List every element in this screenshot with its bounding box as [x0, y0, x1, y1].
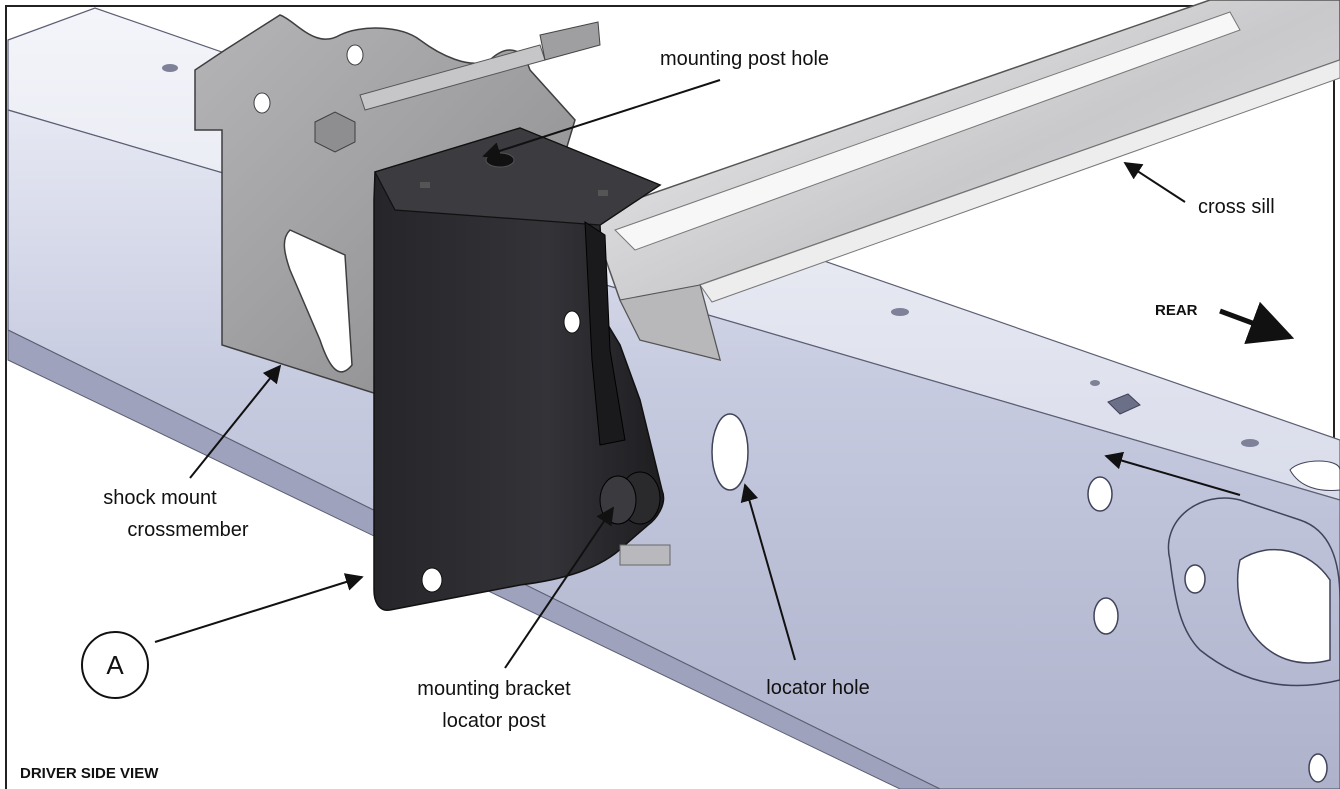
- flange-hole: [162, 64, 178, 72]
- locator-post: [599, 475, 637, 525]
- leader-mounting-post-hole: [482, 79, 721, 160]
- cross-sill-inner-lip: [699, 59, 1340, 303]
- threaded-stud: [539, 21, 601, 61]
- mounting-bracket-top-face: [374, 127, 662, 226]
- leader-cross-sill: [1123, 162, 1186, 203]
- bracket-slot: [598, 190, 608, 196]
- cross-sill-top-lip: [614, 11, 1241, 251]
- web-hole: [1184, 564, 1206, 594]
- label-rear: REAR: [1155, 302, 1198, 319]
- callout-a-circle: [81, 631, 149, 699]
- label-shock-mount-line1: shock mount: [103, 487, 217, 509]
- bracket-hole: [563, 310, 581, 334]
- crossmember-hole: [346, 44, 364, 66]
- hex-bolt-head: [314, 111, 356, 153]
- label-shock-mount-line2: crossmember: [127, 519, 248, 541]
- web-hole: [1093, 597, 1119, 635]
- web-hole: [1087, 476, 1113, 512]
- leader-locator-post: [504, 506, 615, 669]
- leader-callout-a: [154, 573, 364, 643]
- label-callout-a: A: [106, 650, 124, 680]
- leader-shock-mount: [189, 364, 282, 479]
- web-cutout-inner: [1236, 548, 1331, 664]
- shock-mount-crossmember: [194, 14, 576, 397]
- bracket-foot: [619, 544, 671, 566]
- bracket-hole: [421, 567, 443, 593]
- label-view-title: DRIVER SIDE VIEW: [20, 765, 159, 782]
- cross-sill-end: [619, 284, 721, 361]
- leader-locator-hole: [740, 483, 796, 661]
- rear-direction-arrow: [1219, 301, 1295, 344]
- label-bracket-line1: mounting bracket: [417, 678, 571, 700]
- crossmember-triangle-cutout: [283, 229, 353, 373]
- square-hole: [1107, 393, 1141, 415]
- web-hole: [1308, 753, 1328, 783]
- mounting-post-hole-marker: [485, 152, 515, 168]
- web-cutout: [1167, 497, 1340, 687]
- bracket-slot: [420, 182, 430, 188]
- mounting-bracket-side-face: [584, 221, 626, 446]
- label-mounting-post-hole: mounting post hole: [660, 48, 829, 70]
- flange-cutout: [1289, 460, 1340, 491]
- flange-hole: [1241, 439, 1259, 447]
- label-cross-sill: cross sill: [1198, 196, 1275, 218]
- flange-hole: [891, 308, 909, 316]
- label-bracket-line2: locator post: [442, 710, 546, 732]
- leader-flange-edge: [1104, 451, 1241, 496]
- flange-hole: [1090, 380, 1100, 386]
- label-locator-hole: locator hole: [766, 677, 869, 699]
- locator-hole: [711, 413, 749, 491]
- crossmember-hole: [253, 92, 271, 114]
